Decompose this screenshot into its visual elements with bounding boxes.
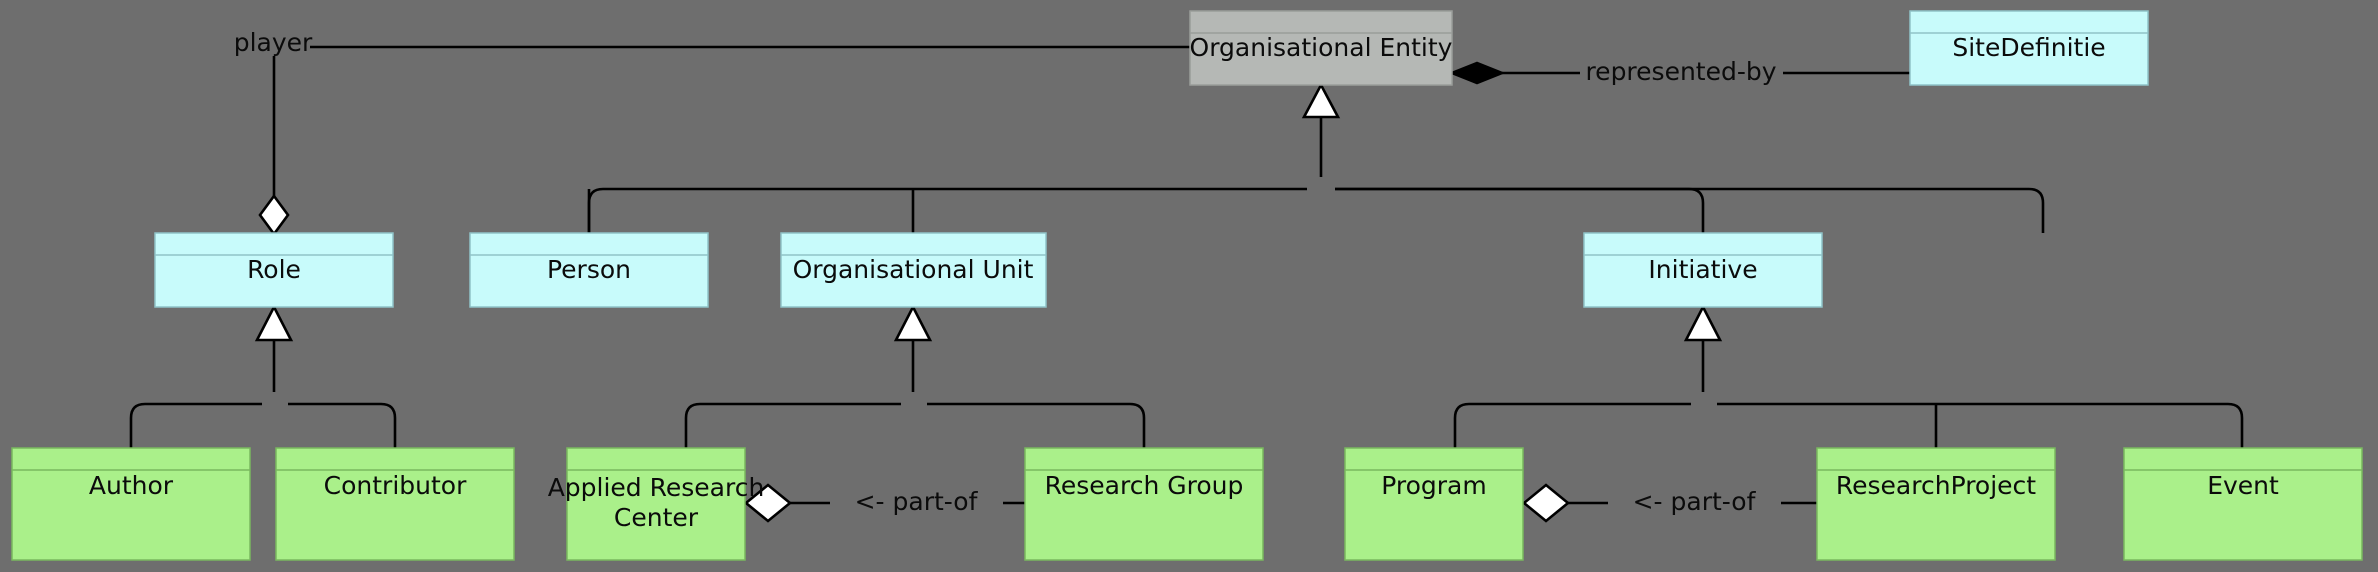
edge-generalization-initiative-group[interactable] xyxy=(1453,304,2244,448)
edge-label-part-of-program: <- part-of xyxy=(1633,487,1757,516)
applied-research-center-label-line2: Center xyxy=(614,503,699,532)
node-event[interactable]: Event xyxy=(2123,447,2363,561)
contributor-box xyxy=(275,447,515,561)
sitedefinitie-box xyxy=(1909,10,2149,86)
node-contributor[interactable]: Contributor xyxy=(275,447,515,561)
researchproject-box xyxy=(1816,447,2056,561)
edge-generalization-role-group[interactable] xyxy=(129,304,397,448)
organisational-entity-label: Organisational Entity xyxy=(1190,33,1453,62)
generalization-triangle-role-icon xyxy=(254,304,294,342)
organisational-unit-box xyxy=(780,232,1047,308)
generalization-triangle-organisational-entity-icon xyxy=(1301,82,1341,119)
generalization-branch-initiative xyxy=(1335,187,1705,233)
program-label: Program xyxy=(1381,471,1486,500)
edge-part-of-research-group[interactable] xyxy=(743,483,1025,523)
edge-part-of-researchproject[interactable] xyxy=(1521,483,1817,523)
edge-label-player: player xyxy=(234,28,313,57)
researchproject-label: ResearchProject xyxy=(1836,471,2036,500)
program-box xyxy=(1344,447,1524,561)
person-box xyxy=(469,232,709,308)
node-researchproject[interactable]: ResearchProject xyxy=(1816,447,2056,561)
generalization-triangle-organisational-unit-icon xyxy=(893,304,933,342)
generalization-bus-organisational-unit xyxy=(684,402,1146,448)
edge-label-represented-by: represented-by xyxy=(1585,57,1776,86)
edge-player-association[interactable] xyxy=(258,45,1190,237)
node-organisational-entity[interactable]: Organisational Entity xyxy=(1189,10,1453,86)
generalization-bus-initiative xyxy=(1453,402,2244,448)
node-organisational-unit[interactable]: Organisational Unit xyxy=(780,232,1047,308)
node-applied-research-center[interactable]: Applied Research Center xyxy=(548,447,765,561)
event-box xyxy=(2123,447,2363,561)
generalization-bus-organisational-entity xyxy=(587,187,2045,233)
node-author[interactable]: Author xyxy=(11,447,251,561)
node-role[interactable]: Role xyxy=(154,232,394,308)
edge-generalization-organisational-unit-group[interactable] xyxy=(684,304,1146,448)
event-label: Event xyxy=(2207,471,2279,500)
edge-label-layer: player represented-by <- part-of <- part… xyxy=(234,28,1777,516)
organisational-unit-label: Organisational Unit xyxy=(793,255,1034,284)
organisational-entity-box xyxy=(1189,10,1453,86)
node-research-group[interactable]: Research Group xyxy=(1024,447,1264,561)
author-box xyxy=(11,447,251,561)
player-open-diamond-icon xyxy=(258,193,290,237)
initiative-label: Initiative xyxy=(1648,255,1757,284)
node-program[interactable]: Program xyxy=(1344,447,1524,561)
applied-research-center-box xyxy=(566,447,746,561)
role-box xyxy=(154,232,394,308)
edge-generalization-organisational-entity-group[interactable] xyxy=(587,82,2045,233)
contributor-label: Contributor xyxy=(324,471,467,500)
node-initiative[interactable]: Initiative xyxy=(1583,232,1823,308)
edge-represented-by[interactable] xyxy=(1448,61,1910,85)
person-label: Person xyxy=(547,255,631,284)
role-label: Role xyxy=(247,255,301,284)
node-sitedefinitie[interactable]: SiteDefinitie xyxy=(1909,10,2149,86)
generalization-bus-role xyxy=(129,402,397,448)
node-person[interactable]: Person xyxy=(469,232,709,308)
research-group-label: Research Group xyxy=(1045,471,1244,500)
sitedefinitie-label: SiteDefinitie xyxy=(1952,33,2105,62)
represented-by-filled-diamond-icon xyxy=(1448,61,1506,85)
applied-research-center-label-line1: Applied Research xyxy=(548,473,765,502)
part-of-open-diamond-program-icon xyxy=(1521,483,1571,523)
initiative-box xyxy=(1583,232,1823,308)
author-label: Author xyxy=(89,471,174,500)
edge-layer xyxy=(129,45,2244,523)
research-group-box xyxy=(1024,447,1264,561)
generalization-triangle-initiative-icon xyxy=(1683,304,1723,342)
edge-label-part-of-arc: <- part-of xyxy=(855,487,979,516)
